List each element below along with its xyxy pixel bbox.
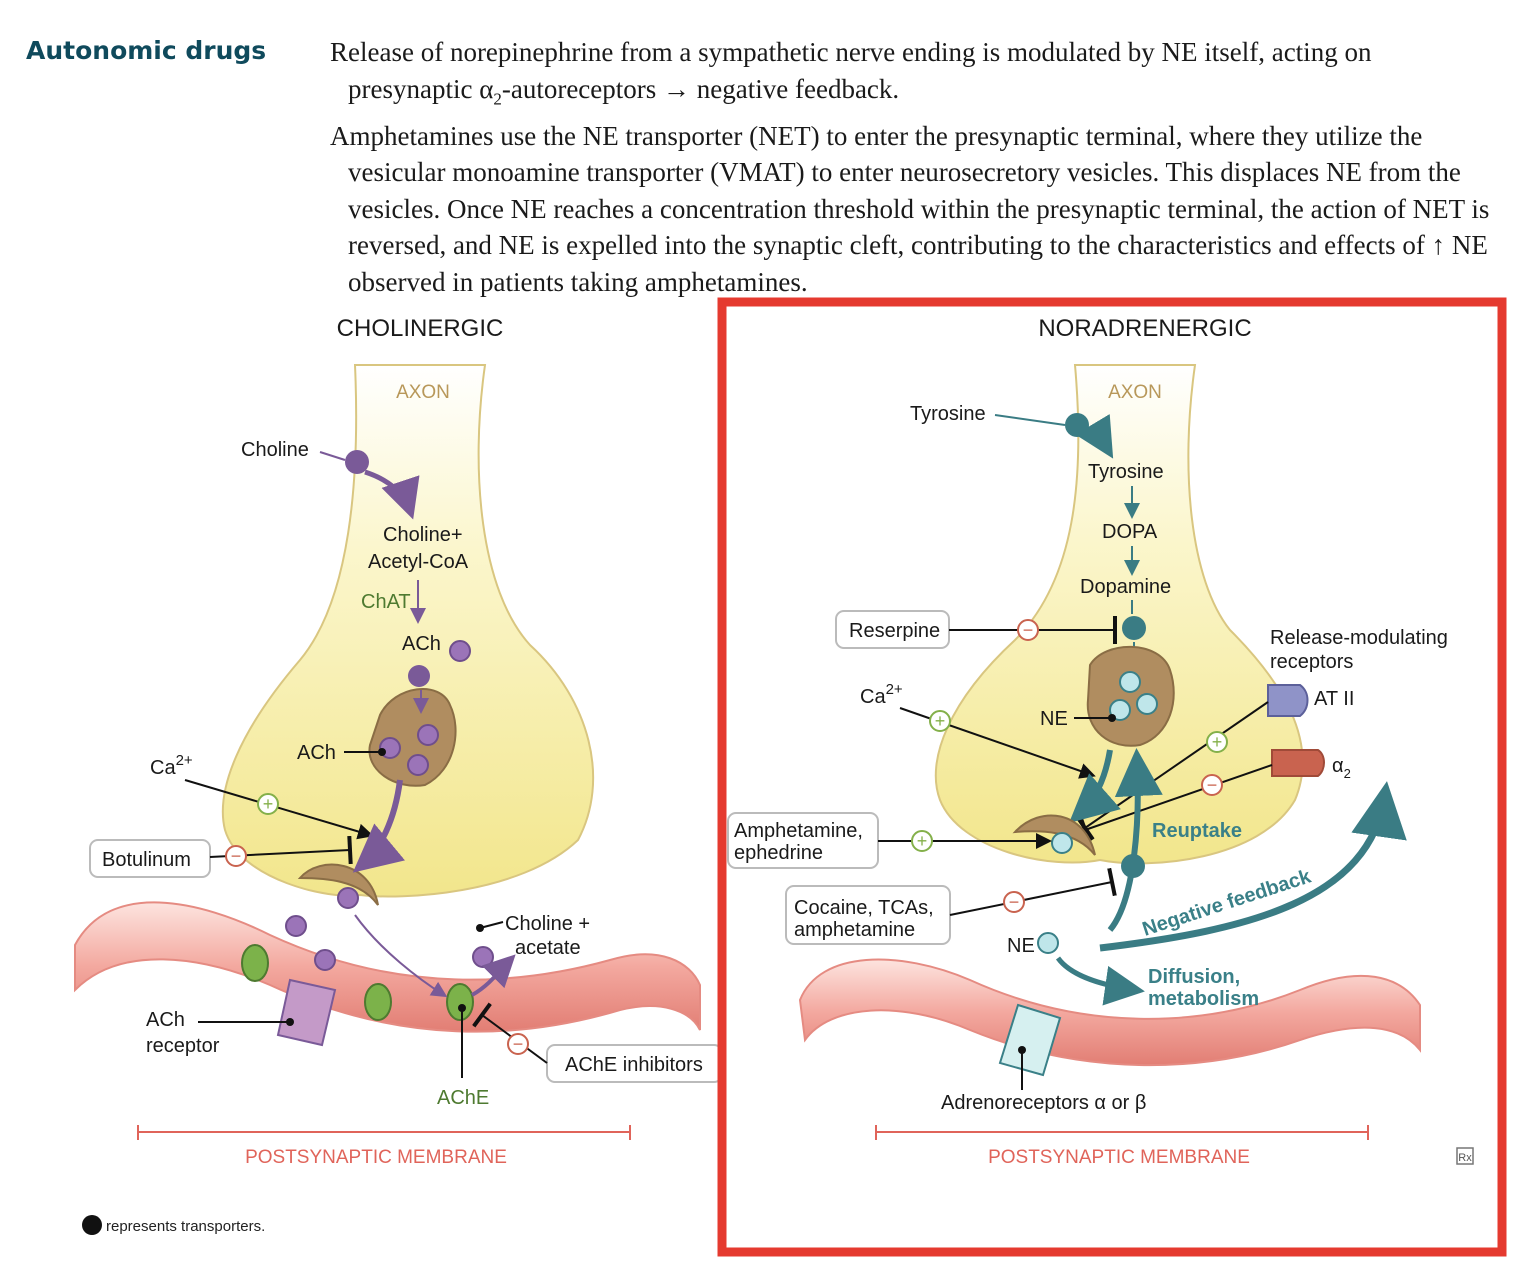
cholinergic-panel: CHOLINERGIC AXON Choline Choline+ Acetyl… xyxy=(74,315,723,1235)
ache-inhibitors-label: AChE inhibitors xyxy=(565,1054,703,1076)
noradrenergic-axon-label: AXON xyxy=(1108,382,1162,403)
adrenoreceptor-icon xyxy=(998,1003,1062,1077)
svg-text:+: + xyxy=(1212,732,1223,752)
ne-molecule-icon xyxy=(1037,932,1059,954)
cholinergic-membrane xyxy=(74,901,701,1033)
amphetamine-label-2: ephedrine xyxy=(734,842,823,864)
dopamine-label: Dopamine xyxy=(1080,576,1171,598)
choline-acetate-label-2: acetate xyxy=(515,937,581,959)
noradrenergic-membrane xyxy=(798,958,1421,1067)
botulinum-box xyxy=(89,839,211,878)
ach-receptor-label-2: receptor xyxy=(146,1035,220,1057)
section-title: Autonomic drugs xyxy=(26,36,267,65)
at2-label: AT II xyxy=(1314,688,1354,710)
choline-plus-label: Choline+ xyxy=(383,524,463,546)
ach-top-label: ACh xyxy=(402,633,441,655)
cocaine-label-1: Cocaine, TCAs, xyxy=(794,897,934,919)
ne-cleft-label: NE xyxy=(1007,935,1035,957)
acetyl-coa-label: Acetyl-CoA xyxy=(368,551,469,573)
cholinergic-title: CHOLINERGIC xyxy=(337,315,504,342)
cholinergic-membrane-label: POSTSYNAPTIC MEMBRANE xyxy=(245,1147,507,1168)
ca-label-noradrenergic: Ca2+ xyxy=(860,681,903,708)
reserpine-label: Reserpine xyxy=(849,620,940,642)
noradrenergic-vesicle xyxy=(1086,645,1175,747)
alpha2-receptor-icon xyxy=(1271,749,1325,777)
noradrenergic-terminal xyxy=(934,364,1304,865)
noradrenergic-panel: NORADRENERGIC AXON Tyrosine Tyrosine DOP… xyxy=(717,297,1507,1257)
legend-text: represents transporters. xyxy=(106,1218,265,1235)
adrenoreceptors-label: Adrenoreceptors α or β xyxy=(941,1092,1146,1114)
net-transporter-icon xyxy=(1121,854,1145,878)
noradrenergic-title: NORADRENERGIC xyxy=(1038,315,1251,342)
ca-label-cholinergic: Ca2+ xyxy=(150,752,193,779)
cholinergic-vesicle xyxy=(368,688,457,787)
cocaine-label-2: amphetamine xyxy=(794,919,915,941)
vmat-transporter-icon xyxy=(408,665,430,687)
ache-enzyme-icon xyxy=(446,983,474,1021)
tyrosine-transporter-icon xyxy=(1065,413,1089,437)
at2-receptor-icon xyxy=(1267,684,1309,717)
tyrosine-in-label: Tyrosine xyxy=(910,403,986,425)
ach-molecule-icon xyxy=(449,640,471,662)
diffusion-label-1: Diffusion, xyxy=(1148,966,1240,988)
svg-text:+: + xyxy=(917,831,928,851)
svg-text:−: − xyxy=(1009,892,1020,912)
choline-label: Choline xyxy=(241,439,309,461)
body-text: Release of norepinephrine from a sympath… xyxy=(330,34,1500,301)
reuptake-label: Reuptake xyxy=(1152,820,1242,842)
alpha2-label: α2 xyxy=(1332,755,1351,781)
release-modulating-label-1: Release-modulating xyxy=(1270,627,1448,649)
rx-logo: Rx xyxy=(1458,1152,1472,1164)
svg-text:−: − xyxy=(1207,775,1218,795)
svg-text:+: + xyxy=(935,711,946,731)
diffusion-label-2: metabolism xyxy=(1148,988,1259,1010)
botulinum-label: Botulinum xyxy=(102,849,191,871)
highlight-box xyxy=(717,297,1507,1257)
tyrosine-label: Tyrosine xyxy=(1088,461,1164,483)
svg-text:−: − xyxy=(513,1034,524,1054)
amphetamine-label-1: Amphetamine, xyxy=(734,820,863,842)
release-modulating-label-2: receptors xyxy=(1270,651,1353,673)
noradrenergic-membrane-label: POSTSYNAPTIC MEMBRANE xyxy=(988,1147,1250,1168)
dopa-label: DOPA xyxy=(1102,521,1158,543)
choline-acetate-label-1: Choline + xyxy=(505,913,590,935)
noradrenergic-release-site xyxy=(1012,814,1096,856)
transporter-legend-icon xyxy=(82,1215,102,1235)
paragraph-1: Release of norepinephrine from a sympath… xyxy=(330,37,1372,108)
cholinergic-release-site xyxy=(297,863,379,906)
svg-text:+: + xyxy=(263,794,274,814)
svg-text:−: − xyxy=(1023,620,1034,640)
chat-label: ChAT xyxy=(361,591,411,613)
cholinergic-axon-label: AXON xyxy=(396,382,450,403)
paragraph-2: Amphetamines use the NE transporter (NET… xyxy=(330,120,1490,297)
ach-receptor-icon xyxy=(276,978,337,1047)
ach-vesicle-label: ACh xyxy=(297,742,336,764)
vmat-transporter-ne-icon xyxy=(1122,616,1146,640)
ne-vesicle-label: NE xyxy=(1040,708,1068,730)
ach-receptor-label-1: ACh xyxy=(146,1009,185,1031)
svg-text:−: − xyxy=(231,846,242,866)
ache-label: AChE xyxy=(437,1087,489,1109)
choline-transporter-icon xyxy=(345,450,369,474)
